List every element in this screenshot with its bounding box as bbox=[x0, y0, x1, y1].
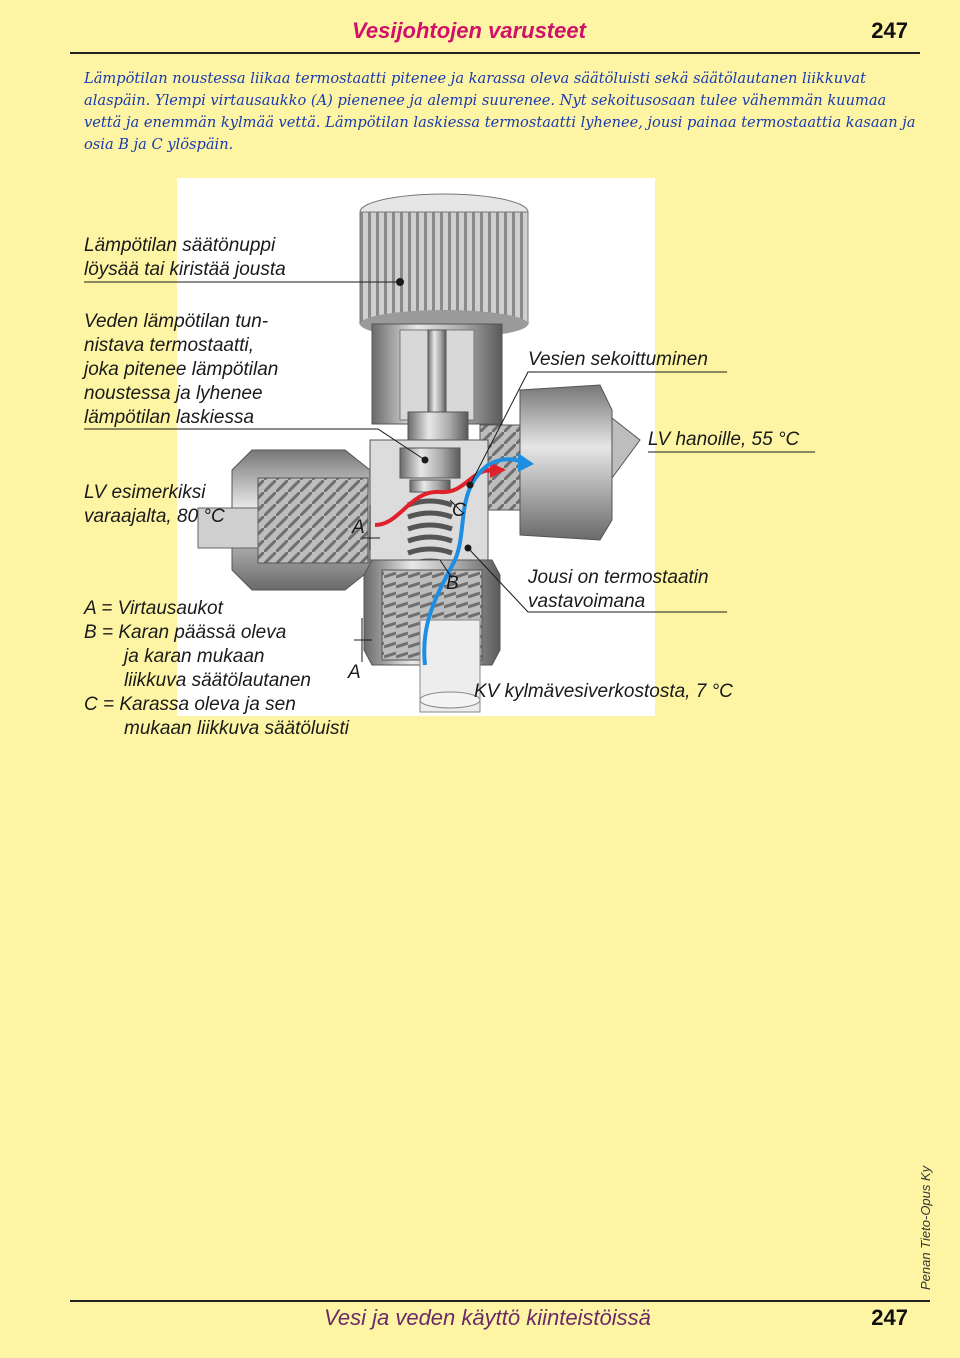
thermostat-label-line-4: noustessa ja lyhenee bbox=[84, 383, 263, 404]
knob-label: Lämpötilan säätönuppi löysää tai kiristä… bbox=[84, 234, 286, 282]
plate-b-leader bbox=[439, 559, 453, 579]
header-page-number: 247 bbox=[871, 18, 908, 43]
legend-b: B = Karan päässä oleva bbox=[84, 622, 287, 643]
outlet-fitting bbox=[479, 384, 641, 541]
hot-flow-arrowhead bbox=[490, 462, 506, 478]
legend-b-cont-1: ja karan mukaan bbox=[124, 646, 265, 667]
thermostat-label: Veden lämpötilan tun- nistava termostaat… bbox=[84, 310, 278, 430]
intro-paragraph: Lämpötilan noustessa liikaa termostaatti… bbox=[84, 70, 916, 153]
legend-a: A = Virtausaukot bbox=[84, 598, 223, 619]
outlet-label: LV hanoille, 55 °C bbox=[648, 429, 800, 450]
hot-inlet-label-line-1: LV esimerkiksi bbox=[84, 482, 206, 503]
thermostat-label-line-1: Veden lämpötilan tun- bbox=[84, 311, 269, 332]
aperture-a-dimension-lower bbox=[354, 618, 372, 662]
spring-label: Jousi on termostaatin vastavoimana bbox=[528, 566, 709, 614]
hot-inlet-fitting bbox=[197, 449, 371, 591]
legend-b-cont-2: liikkuva säätölautanen bbox=[124, 670, 311, 691]
thermostat-label-line-2: nistava termostaatti, bbox=[84, 335, 255, 356]
mixing-label: Vesien sekoittuminen bbox=[528, 349, 708, 370]
chapter-title: Vesijohtojen varusteet bbox=[352, 18, 586, 43]
aperture-a-letter-lower: A bbox=[348, 662, 361, 683]
book-title: Vesi ja veden käyttö kiinteistöissä bbox=[324, 1305, 651, 1330]
legend-c-cont: mukaan liikkuva säätöluisti bbox=[124, 718, 349, 739]
knob-label-line-2: löysää tai kiristää jousta bbox=[84, 259, 286, 280]
figure-legend: A = Virtausaukot B = Karan päässä oleva … bbox=[84, 597, 349, 741]
cold-flow-arrowhead bbox=[518, 453, 534, 472]
control-slide bbox=[399, 447, 461, 479]
aperture-a-letter-upper: A bbox=[352, 517, 365, 538]
publisher-credit: Penan Tieto-Opus Ky bbox=[918, 1165, 933, 1290]
spring-leader-line bbox=[467, 547, 727, 613]
cold-inlet-label: KV kylmävesiverkostosta, 7 °C bbox=[474, 681, 733, 702]
thermostat-leader-line bbox=[84, 428, 426, 461]
header-divider bbox=[70, 52, 920, 54]
plate-b-letter: B bbox=[446, 573, 459, 594]
valve-diagram bbox=[84, 193, 815, 713]
cold-flow-arrow bbox=[422, 457, 523, 666]
slide-c-letter: C bbox=[452, 500, 466, 521]
mixing-leader-line bbox=[469, 371, 727, 486]
footer-page-number: 247 bbox=[871, 1305, 908, 1330]
knob-label-line-1: Lämpötilan säätönuppi bbox=[84, 235, 276, 256]
spring-label-line-1: Jousi on termostaatin bbox=[528, 567, 709, 588]
hot-inlet-label-line-2: varaajalta, 80 °C bbox=[84, 506, 225, 527]
thermostat-label-line-5: lämpötilan laskiessa bbox=[84, 407, 255, 428]
legend-c: C = Karassa oleva ja sen bbox=[84, 694, 296, 715]
thermostat-label-line-3: joka pitenee lämpötilan bbox=[84, 359, 279, 380]
footer-divider bbox=[70, 1300, 930, 1302]
slide-c-leader bbox=[449, 499, 463, 513]
hot-inlet-label: LV esimerkiksi varaajalta, 80 °C bbox=[84, 481, 225, 529]
adjustment-knob bbox=[359, 193, 529, 338]
aperture-a-dimension-upper bbox=[362, 505, 380, 550]
spring-label-line-2: vastavoimana bbox=[528, 591, 646, 612]
